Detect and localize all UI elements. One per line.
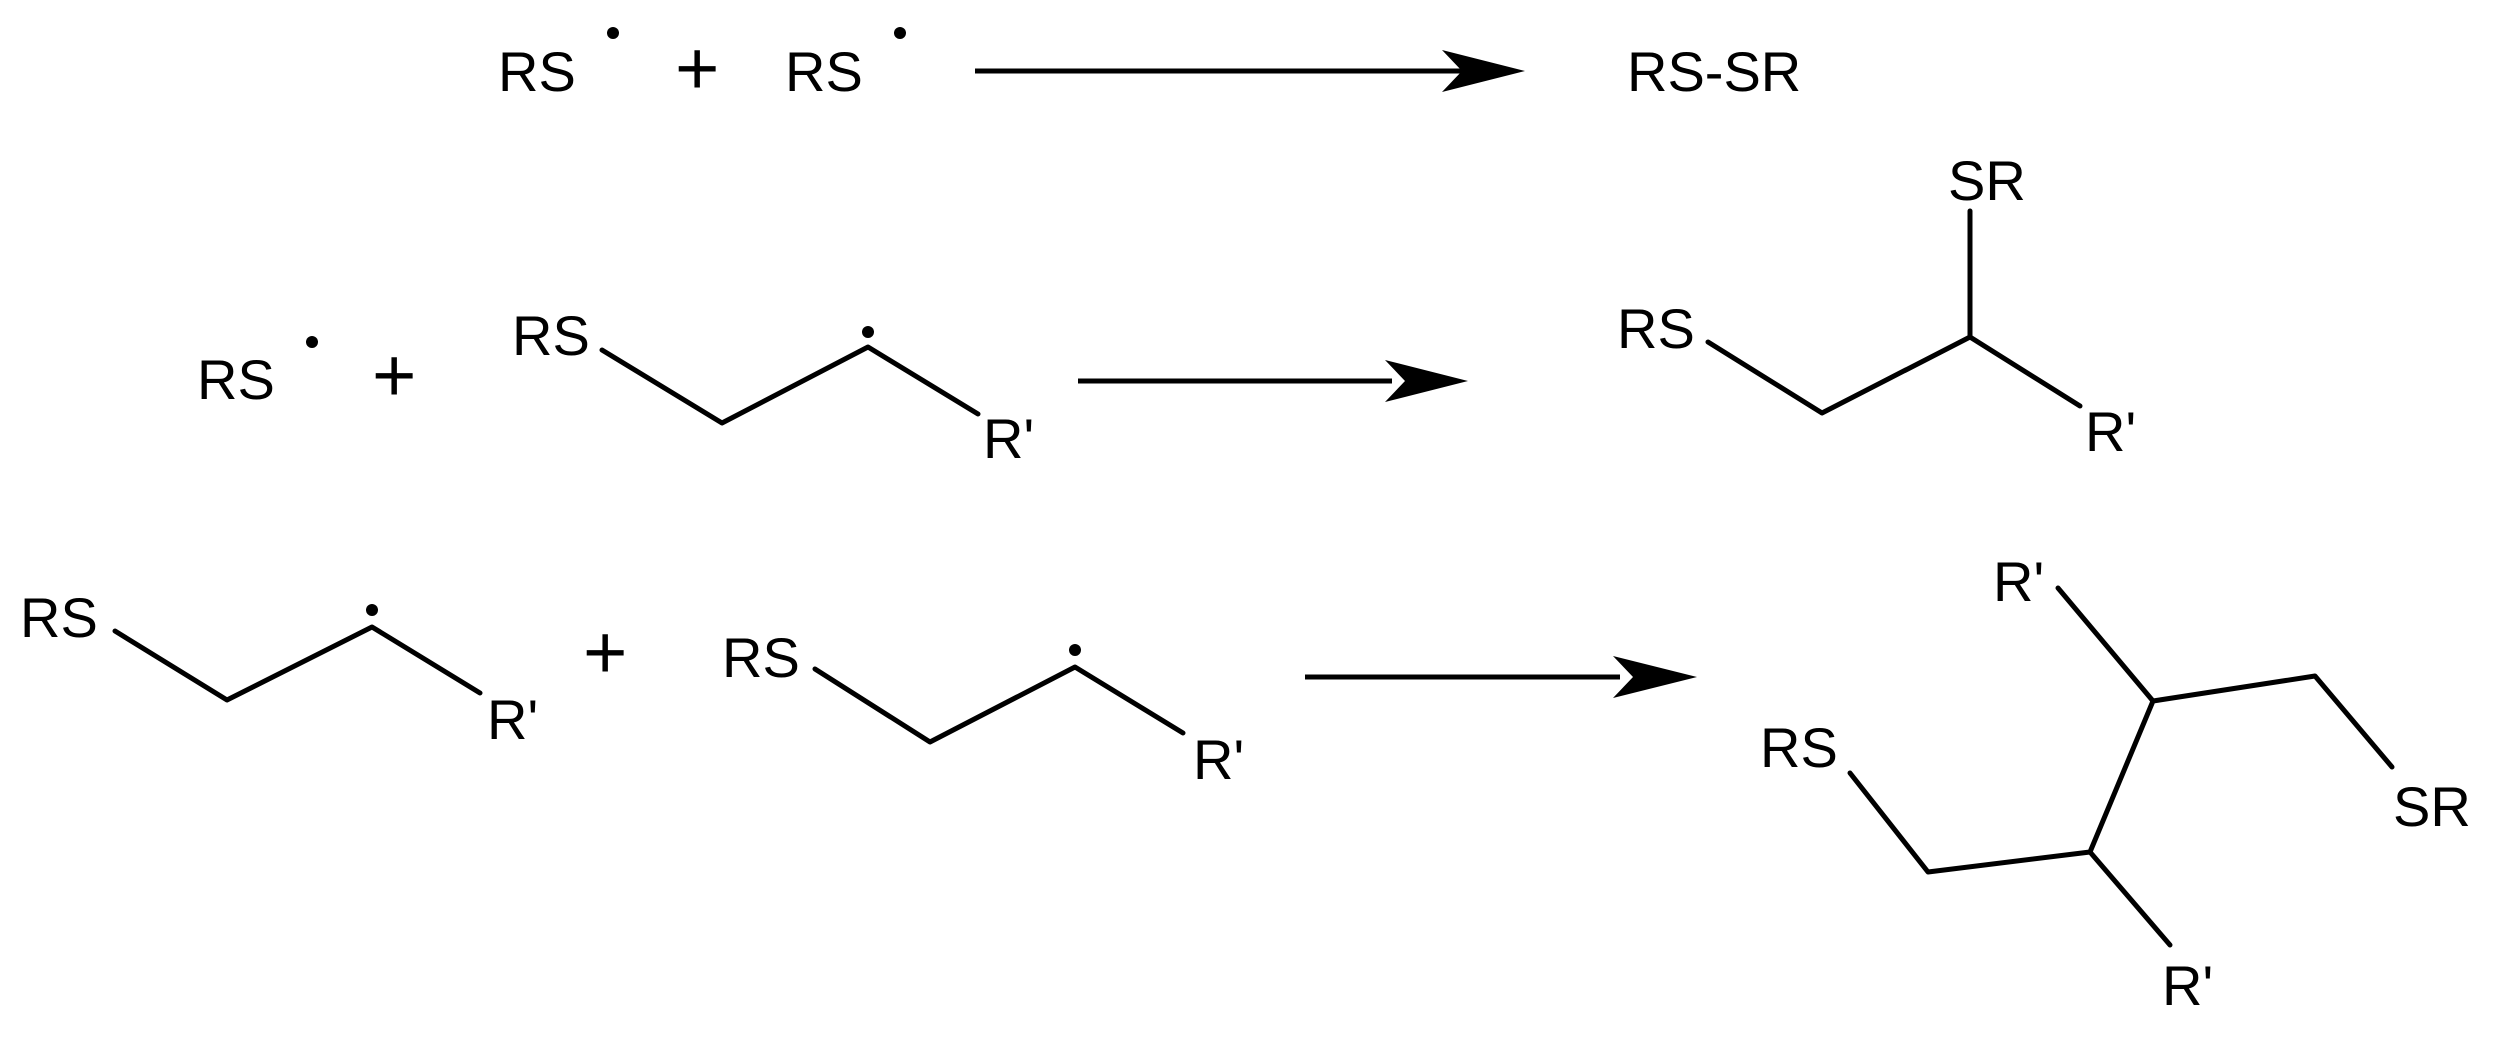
reaction-3-product-chain-bonds <box>1847 673 2395 875</box>
reaction-2-reactant-1: RS <box>197 348 275 411</box>
reaction-3-reactant-1-r-prime-label: R' <box>487 688 538 751</box>
reaction-1-product: RS-SR <box>1627 40 1801 103</box>
reaction-3-product-rs-label: RS <box>1760 716 1838 779</box>
reaction-3-product: R' RS SR R' <box>1760 550 2471 1017</box>
reaction-2-product-chain-bonds <box>1705 334 2083 416</box>
reaction-3-reactant-1-radical-dot <box>366 604 378 616</box>
reaction-3-plus-sign: + <box>583 610 627 695</box>
reaction-3-product-r-prime-top-bond <box>2055 585 2156 704</box>
reaction-1-radical-dot-1 <box>607 27 619 39</box>
reaction-3-reactant-2-r-prime-label: R' <box>1193 728 1244 791</box>
reaction-3-reactant-2-bonds <box>812 664 1186 745</box>
reaction-1-arrow-head <box>1442 50 1525 92</box>
reaction-3-reactant-1: RS R' <box>20 586 538 751</box>
reaction-3-reactant-2: RS R' <box>722 626 1244 791</box>
reaction-2-plus-sign: + <box>372 333 416 418</box>
reaction-2-arrow-head <box>1385 360 1468 402</box>
reaction-3-reactant-1-bonds <box>112 624 483 703</box>
reaction-3-product-r-prime-bottom-label: R' <box>2162 954 2213 1017</box>
reaction-1-radical-dot-2 <box>894 27 906 39</box>
reaction-1-arrow <box>975 50 1525 92</box>
reaction-2-reactant-2-rs-label: RS <box>512 304 590 367</box>
reaction-2: RS + RS R' SR RS R' <box>197 149 2136 470</box>
reaction-3-reactant-2-rs-label: RS <box>722 626 800 689</box>
reaction-1-plus-sign: + <box>675 26 719 111</box>
reaction-3-product-r-prime-bottom-bond <box>2087 849 2173 948</box>
reaction-2-reactant-2-bonds <box>599 344 981 426</box>
reaction-3-reactant-2-radical-dot <box>1069 644 1081 656</box>
reaction-1: RS + RS RS-SR <box>498 26 1801 111</box>
reaction-2-radical-dot-1 <box>306 336 318 348</box>
reaction-2-reactant-2: RS R' <box>512 304 1034 470</box>
reaction-1-reactant-2: RS <box>785 40 863 103</box>
reaction-3-product-sr-label: SR <box>2393 775 2471 838</box>
reaction-2-product-sr-label: SR <box>1948 149 2026 212</box>
reaction-3-arrow-head <box>1613 656 1697 698</box>
reaction-2-product-r-prime-label: R' <box>2085 400 2136 463</box>
reaction-2-product-rs-label: RS <box>1617 297 1695 360</box>
reaction-2-reactant-2-radical-dot <box>862 326 874 338</box>
reaction-2-reactant-2-r-prime-label: R' <box>983 407 1034 470</box>
reaction-3: RS R' + RS R' R' RS SR R' <box>20 550 2471 1017</box>
reaction-3-product-r-prime-top-label: R' <box>1993 550 2044 613</box>
reaction-3-arrow <box>1305 656 1697 698</box>
reaction-2-product: SR RS R' <box>1617 149 2136 463</box>
reaction-3-reactant-1-rs-label: RS <box>20 586 98 649</box>
reaction-2-arrow <box>1078 360 1468 402</box>
reaction-1-reactant-1: RS <box>498 40 576 103</box>
